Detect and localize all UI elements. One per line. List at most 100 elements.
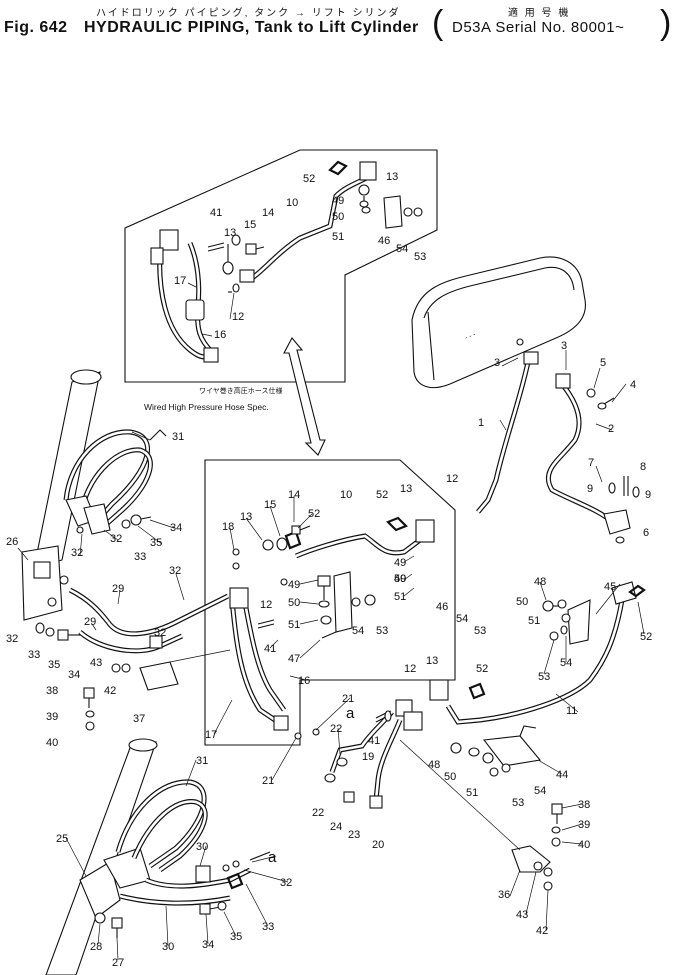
label-35-lower: 35: [230, 931, 242, 943]
label-50-inset: 50: [332, 211, 344, 223]
label-17-main: 17: [205, 729, 217, 741]
label-51-inset: 51: [332, 231, 344, 243]
label-22-b: 22: [312, 807, 324, 819]
inset-caption-japanese: ワイヤ巻き高圧ホース仕様: [199, 386, 282, 395]
label-35-left: 35: [48, 659, 60, 671]
label-6: 6: [643, 527, 649, 539]
part-labels: 3 3 5 4 1 2 7 8 9 9 6 12 10 52 13 31 34 …: [6, 340, 652, 969]
label-3-b: 3: [494, 357, 500, 369]
label-53-right: 53: [538, 671, 550, 683]
label-45: 45: [604, 581, 616, 593]
label-39-left: 39: [46, 711, 58, 723]
main-detail-box: [78, 459, 563, 891]
label-1: 1: [478, 417, 484, 429]
label-29-a: 29: [112, 583, 124, 595]
label-17-inset: 17: [174, 275, 186, 287]
label-51-box: 51: [288, 619, 300, 631]
label-32-lower: 32: [280, 877, 292, 889]
label-40-left: 40: [46, 737, 58, 749]
label-32-b: 32: [71, 547, 83, 559]
label-22-a: 22: [330, 723, 342, 735]
label-9-a: 9: [587, 483, 593, 495]
label-52-box: 52: [308, 508, 320, 520]
inset-link-arrow: [283, 337, 326, 456]
left-parenthesis: (: [432, 4, 444, 42]
label-53-main: 53: [474, 625, 486, 637]
label-50-box: 50: [288, 597, 300, 609]
pipe-11: [445, 581, 646, 725]
label-19: 19: [362, 751, 374, 763]
label-21-a: 21: [342, 693, 354, 705]
label-27: 27: [112, 957, 124, 969]
serial-label-japanese: 適 用 号 機: [508, 8, 571, 19]
label-15-inset: 15: [244, 219, 256, 231]
label-12-box: 12: [260, 599, 272, 611]
label-54-lower: 54: [534, 785, 546, 797]
label-33-left: 33: [28, 649, 40, 661]
label-13-lower: 13: [426, 655, 438, 667]
label-25: 25: [56, 833, 68, 845]
label-54-inset: 54: [396, 243, 408, 255]
label-20: 20: [372, 839, 384, 851]
lift-cylinder-upper: [21, 369, 231, 731]
label-48-lower: 48: [428, 759, 440, 771]
label-14-box: 14: [288, 489, 300, 501]
label-41-main: 41: [368, 735, 380, 747]
label-42-left: 42: [104, 685, 116, 697]
figure-title: HYDRAULIC PIPING, Tank to Lift Cylinder: [84, 19, 419, 36]
lift-cylinder-lower: [45, 738, 271, 975]
label-23: 23: [348, 829, 360, 841]
label-52-lower: 52: [476, 663, 488, 675]
label-32-e: 32: [154, 627, 166, 639]
label-46-main: 46: [436, 601, 448, 613]
label-13-inset-b: 13: [224, 227, 236, 239]
label-41-box: 41: [264, 643, 276, 655]
label-52-right: 52: [640, 631, 652, 643]
label-a-mark-main: a: [346, 705, 355, 722]
label-32-d: 32: [6, 633, 18, 645]
label-24: 24: [330, 821, 342, 833]
label-52-inset: 52: [303, 173, 315, 185]
label-42-lower: 42: [536, 925, 548, 937]
label-15-box: 15: [264, 499, 276, 511]
leader-lines: [17, 350, 645, 961]
label-5: 5: [600, 357, 606, 369]
hydraulic-tank: - - -: [411, 256, 586, 389]
label-51-lower: 51: [466, 787, 478, 799]
label-49-pipe: 49: [394, 557, 406, 569]
label-54-main: 54: [456, 613, 468, 625]
label-53-inset: 53: [414, 251, 426, 263]
label-26: 26: [6, 536, 18, 548]
label-10-inset: 10: [286, 197, 298, 209]
label-29-b: 29: [84, 616, 96, 628]
label-7: 7: [588, 457, 594, 469]
label-44: 44: [556, 769, 568, 781]
inset-wired-hose-spec: 52 13 10 49 50 51 46 54 53 41 13 15 14 1…: [124, 149, 438, 412]
label-12-inset: 12: [232, 311, 244, 323]
label-33-lower: 33: [262, 921, 274, 933]
label-31-lower: 31: [196, 755, 208, 767]
label-41-inset: 41: [210, 207, 222, 219]
label-36: 36: [498, 889, 510, 901]
label-31-upper: 31: [172, 431, 184, 443]
title-japanese: ハイドロリック パイピング, タンク → リフト シリンダ: [96, 8, 401, 19]
tank-marking: - - -: [464, 331, 477, 342]
label-4: 4: [630, 379, 636, 391]
serial-range: D53A Serial No. 80001~: [452, 19, 625, 36]
label-46-inset: 46: [378, 235, 390, 247]
label-37: 37: [133, 713, 145, 725]
label-13-inset-a: 13: [386, 171, 398, 183]
label-50-right: 50: [516, 596, 528, 608]
label-52-main: 52: [376, 489, 388, 501]
label-34-left: 34: [68, 669, 80, 681]
label-21-b: 21: [262, 775, 274, 787]
label-30-b: 30: [162, 941, 174, 953]
label-30-a: 30: [196, 841, 208, 853]
pipes-1-2: [476, 338, 640, 544]
label-54-right: 54: [560, 657, 572, 669]
label-38-left: 38: [46, 685, 58, 697]
label-47: 47: [288, 653, 300, 665]
label-40-right: 40: [578, 839, 590, 851]
